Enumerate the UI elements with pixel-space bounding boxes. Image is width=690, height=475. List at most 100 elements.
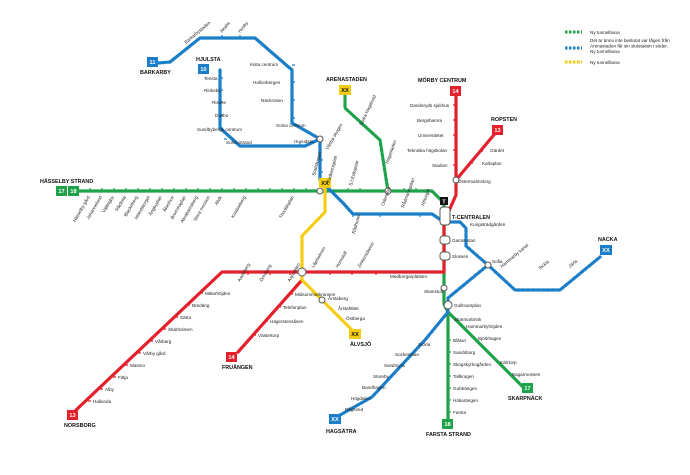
legend-text-3: Ny tunnelbana (590, 49, 620, 54)
station-label: Vårby gård (143, 350, 166, 356)
badge-barkarby (147, 57, 158, 67)
station-label: Björkhagen (478, 336, 502, 341)
labels-green-farsta: Blåsut Sandsborg Skogskyrkogården Tallkr… (453, 337, 491, 415)
station-label: Alvik (214, 194, 224, 206)
station-label: Telefonplan (283, 305, 307, 310)
badge-arenastaden (339, 85, 351, 95)
badge-farsta (442, 419, 453, 429)
station-label: Rissne (212, 100, 226, 105)
station-label: Hammarbyhöjden (466, 324, 503, 329)
station-label: Solna centrum (276, 123, 306, 128)
station-label: Östermalmstorg (458, 178, 491, 184)
terminal-arenastaden-label: ARENASTADEN (326, 77, 367, 83)
labels-red-south: Zinkensdamm Hornstull Liljeholmen Aspudd… (93, 241, 375, 404)
terminal-hjulsta-label: HJULSTA (196, 57, 221, 63)
labels-red-fruangen: Midsommarkransen Telefonplan Hägerstenså… (258, 292, 336, 338)
station-label: Kungsträdgården (470, 221, 506, 227)
interchange-skanstull (440, 284, 448, 292)
station-label: Tekniska högskolan (407, 148, 448, 153)
legend-text-2a: Det är ännu inte beslutat var tågen från (590, 37, 670, 43)
labels-green-new: Södra Hagalund Hagastaden (358, 94, 397, 165)
badge-fruangen (226, 352, 237, 362)
ticks-green-west (89, 188, 417, 191)
interchange-arstaberg (318, 296, 326, 304)
badge-yellow-north-text: XX (321, 181, 329, 187)
station-label: Sundbybergs centrum (197, 127, 242, 132)
station-label: Midsommarkransen (295, 292, 336, 297)
red-line-south (74, 220, 446, 412)
terminal-barkarby-label: BARKARBY (140, 70, 171, 76)
badge-alvsjo (349, 329, 361, 339)
interchange-odenplan (384, 187, 392, 195)
badge-norsborg (67, 410, 78, 420)
station-label: Kristineberg (230, 195, 247, 219)
station-label: Sofia (492, 259, 503, 264)
station-label: Rådhuset (350, 213, 361, 234)
legend: Ny tunnelbana Det är ännu inte beslutat … (565, 30, 670, 65)
station-label: Svedmyra (384, 363, 405, 368)
station-label: Gamla stan (452, 238, 476, 243)
terminal-hagsatra-label: HAGSÄTRA (326, 428, 357, 435)
station-label: Rågsved (345, 406, 364, 412)
terminal-alvsjo-label: ÄLVSJÖ (350, 341, 371, 348)
station-label: Zinkensdamm (357, 241, 376, 269)
station-label: Vällingby (101, 194, 115, 213)
badge-hagsatra-text: XX (331, 417, 339, 423)
labels-red-morby: Danderyds sjukhus Bergshamra Universitet… (407, 103, 491, 184)
station-label: Årstaberg (328, 295, 348, 301)
blue-line-hagsatra-new (338, 263, 490, 417)
station-label: Thorildsplan (278, 195, 295, 220)
station-label: Sätra (180, 315, 191, 320)
station-label: Gärdet (490, 148, 505, 153)
interchanges (297, 135, 492, 310)
station-label: Gullmarsplan (454, 303, 482, 308)
blue-line-barkarby-new (156, 60, 172, 65)
badge-hagsatra (329, 414, 341, 424)
station-label: Universitetet (418, 133, 444, 138)
labels-blue-hagsatra: Sickla Sockenplan Svedmyra Stureby Bandh… (345, 342, 431, 412)
badge-nacka-text: XX (602, 248, 610, 254)
station-label: Karlaplan (482, 161, 502, 166)
ticks-green-south (448, 324, 513, 413)
station-label: Bandhagen (362, 385, 386, 390)
legend-text-4: Ny tunnelbana (590, 60, 620, 65)
terminal-nacka-label: NACKA (598, 237, 618, 243)
station-label: Skanstull (424, 289, 443, 294)
badge-hasselby-17 (56, 186, 67, 196)
station-label: Bagarmossen (512, 372, 541, 377)
lines (73, 36, 602, 427)
station-label: Råcksta (113, 194, 127, 212)
terminal-badges: 17 18 HÄSSELBY STRAND 11 BARKARBY 10 HJU… (40, 57, 618, 438)
station-label: Hallonbergen (253, 80, 281, 85)
station-label: Blåsut (453, 337, 466, 343)
station-label: Bergshamra (417, 118, 442, 123)
station-label: Sickla (418, 342, 431, 347)
labels-red-ropsten: Gärdet Karlaplan (482, 148, 505, 166)
legend-text-2: Det är ännu inte beslutat var tågen från… (590, 37, 670, 49)
station-label: Sickla (537, 259, 550, 271)
station-label: Rinkeby (204, 88, 221, 93)
station-label: Slussen (452, 254, 469, 259)
badge-nacka (600, 245, 612, 255)
station-label: Hötorget (420, 187, 431, 206)
badge-barkarby-text: 11 (150, 60, 156, 66)
green-line-west (73, 189, 450, 427)
terminal-farsta-label: FARSTA STRAND (426, 432, 471, 438)
station-label: Södra Hagalund (358, 94, 377, 127)
station-label: Gubbängen (453, 386, 477, 391)
station-label: Akalla (219, 21, 231, 34)
station-label: Kista centrum (250, 62, 278, 67)
station-label: Kärrtorp (500, 360, 517, 365)
station-ticks (88, 35, 513, 413)
station-label: Liljeholmen (311, 245, 327, 268)
yellow-line-new (300, 182, 354, 332)
interchange-ostermalmstorg (452, 176, 460, 184)
station-label: Hägerstensåsen (270, 318, 304, 324)
interchange-gamla-stan (439, 235, 451, 245)
station-label: Tallkrogen (453, 374, 474, 379)
badge-arenastaden-text: XX (341, 88, 349, 94)
terminal-skarpnack-label: SKARPNÄCK (508, 395, 543, 402)
badge-skarpnack (522, 383, 533, 393)
badge-hasselby-17-text: 17 (58, 189, 64, 195)
